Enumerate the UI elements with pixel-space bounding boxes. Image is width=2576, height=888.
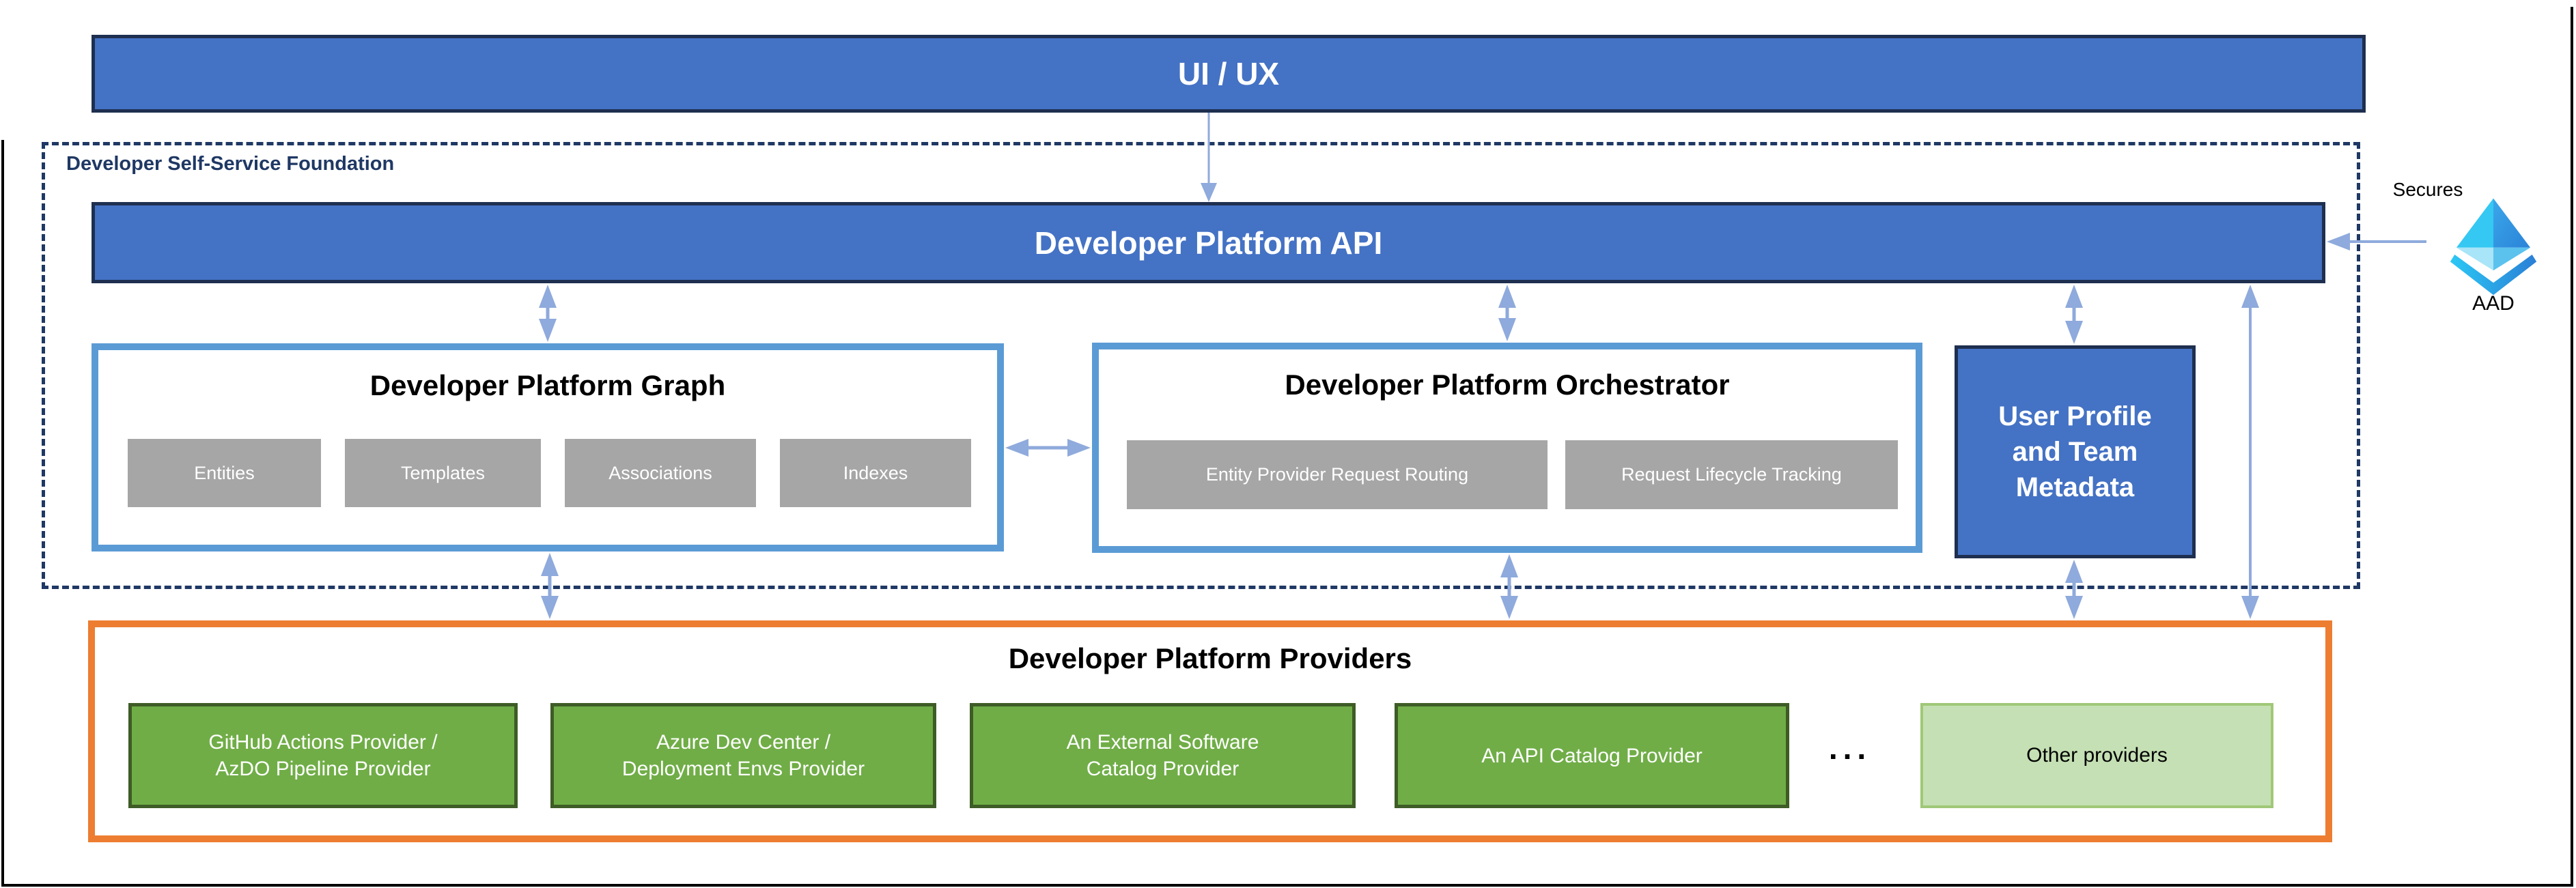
provider-other: Other providers bbox=[1920, 703, 2273, 808]
graph-item-associations: Associations bbox=[565, 439, 756, 507]
frame-edge-bottom bbox=[1, 884, 2573, 887]
orchestrator-title: Developer Platform Orchestrator bbox=[1285, 369, 1730, 401]
provider-api-catalog: An API Catalog Provider bbox=[1395, 703, 1789, 808]
api-label: Developer Platform API bbox=[1034, 225, 1383, 261]
provider-azure-devcenter: Azure Dev Center / Deployment Envs Provi… bbox=[550, 703, 936, 808]
provider-external-catalog: An External Software Catalog Provider bbox=[970, 703, 1356, 808]
orchestrator-box: Developer Platform Orchestrator Entity P… bbox=[1092, 343, 1922, 553]
graph-box: Developer Platform Graph Entities Templa… bbox=[92, 343, 1004, 552]
user-profile-box: User Profile and Team Metadata bbox=[1955, 345, 2196, 558]
graph-item-templates: Templates bbox=[345, 439, 541, 507]
foundation-label: Developer Self-Service Foundation bbox=[66, 153, 395, 175]
secures-label: Secures bbox=[2392, 179, 2463, 200]
orchestrator-item-routing: Entity Provider Request Routing bbox=[1127, 440, 1548, 509]
providers-ellipsis: ... bbox=[1828, 730, 1872, 766]
graph-item-indexes: Indexes bbox=[780, 439, 971, 507]
graph-item-entities: Entities bbox=[128, 439, 321, 507]
user-profile-label: User Profile and Team Metadata bbox=[1998, 401, 2152, 502]
aad-icon bbox=[2450, 198, 2537, 296]
provider-github-azdo: GitHub Actions Provider / AzDO Pipeline … bbox=[128, 703, 518, 808]
ui-ux-bar: UI / UX bbox=[92, 35, 2366, 113]
foundation-box bbox=[42, 142, 2360, 589]
graph-title: Developer Platform Graph bbox=[369, 369, 726, 401]
orchestrator-item-tracking: Request Lifecycle Tracking bbox=[1565, 440, 1898, 509]
frame-edge-left bbox=[1, 140, 4, 887]
providers-title: Developer Platform Providers bbox=[1008, 642, 1412, 674]
aad-label: AAD bbox=[2472, 292, 2515, 315]
frame-edge-right bbox=[2571, 7, 2573, 887]
ui-ux-label: UI / UX bbox=[1177, 56, 1280, 91]
api-bar: Developer Platform API bbox=[92, 202, 2325, 283]
providers-box: Developer Platform Providers GitHub Acti… bbox=[88, 620, 2332, 842]
